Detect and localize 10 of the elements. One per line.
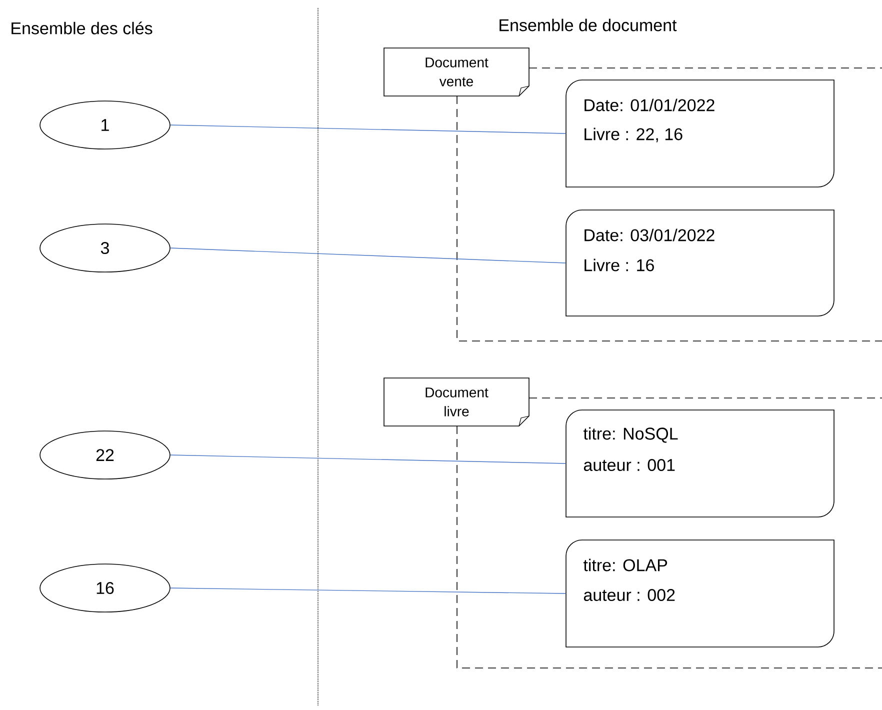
document-record: titre: NoSQL auteur : 001: [566, 410, 834, 518]
connector-line: [170, 454, 566, 464]
document-record: titre: OLAP auteur : 002: [566, 540, 834, 648]
connector-line: [170, 124, 566, 134]
column-heading: Ensemble de document: [500, 18, 677, 32]
column-heading: Ensemble des clés: [12, 22, 152, 34]
document-record: Date: 03/01/2022 Livre : 16: [566, 210, 834, 316]
connector-line: [170, 248, 566, 264]
document-record: Date: 01/01/2022 Livre : 22, 16: [566, 80, 834, 188]
connector-line: [170, 588, 566, 594]
